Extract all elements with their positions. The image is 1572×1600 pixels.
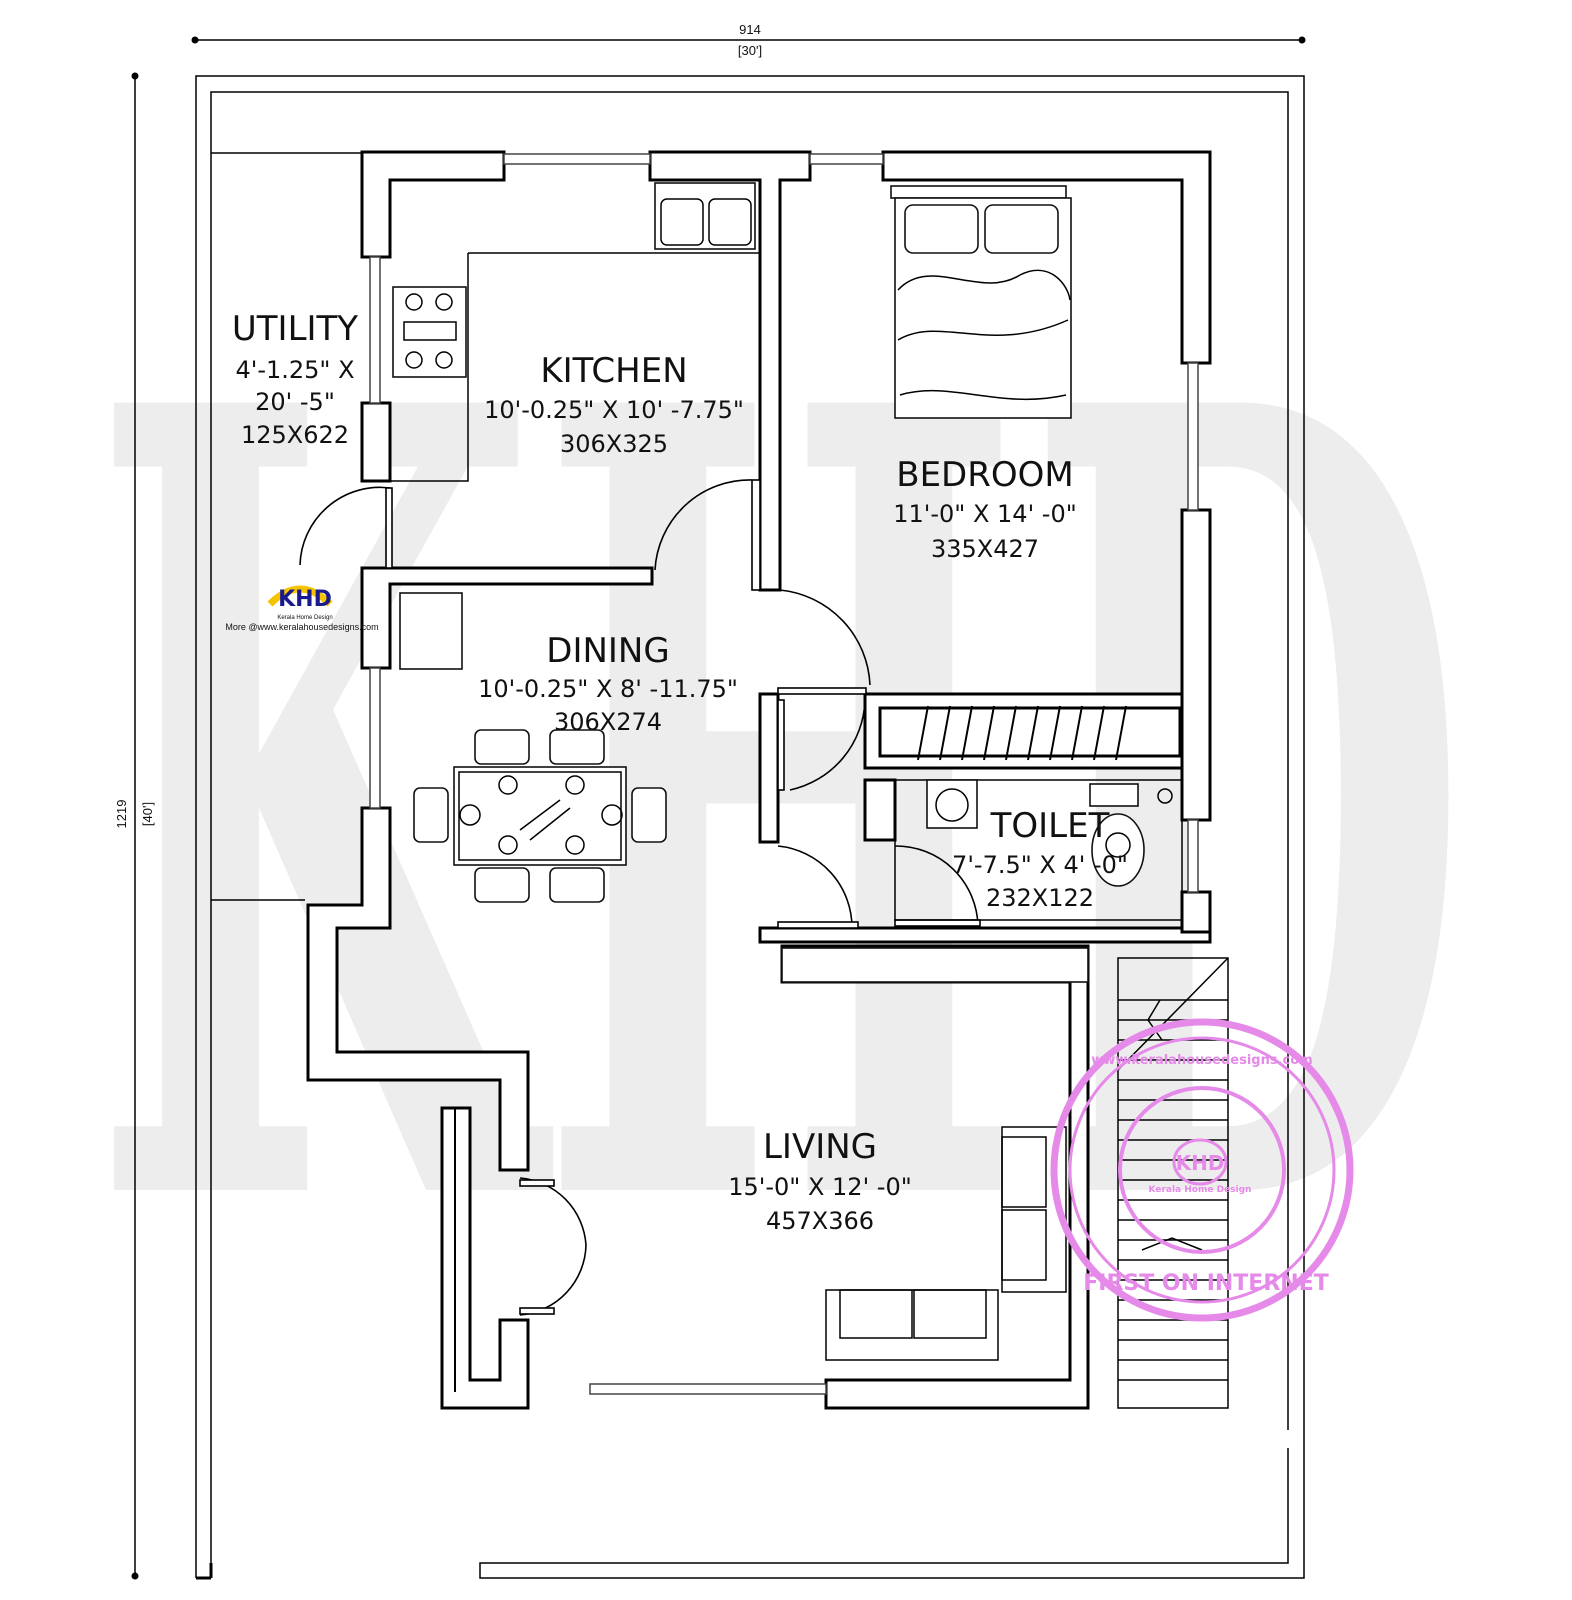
toilet-name: TOILET (990, 806, 1110, 846)
stamp: KHD Kerala Home Design www.keralahousede… (1050, 1018, 1354, 1322)
fridge (399, 592, 463, 670)
logo-mark: KHD (278, 587, 332, 612)
kitchen-counter (390, 182, 760, 670)
brand-logo: KHD Kerala Home Design More @www.keralah… (225, 585, 379, 632)
bedroom-metric: 335X427 (931, 535, 1039, 563)
living-furniture (781, 947, 1089, 1361)
room-bedroom: BEDROOM 11'-0" X 14' -0" 335X427 (893, 455, 1077, 563)
stamp-bottom-text: FIRST ON INTERNET (1083, 1271, 1328, 1296)
room-dining: DINING 10'-0.25" X 8' -11.75" 306X274 (478, 631, 738, 736)
utility-size: 4'-1.25" X (235, 356, 354, 384)
utility-size-2: 20' -5" (255, 388, 335, 416)
stamp-top-text: www.keralahousedesigns.com (1091, 1053, 1312, 1068)
stove (392, 286, 467, 378)
living-size: 15'-0" X 12' -0" (728, 1173, 912, 1201)
toilet-fixtures (894, 779, 1183, 921)
bedroom-size: 11'-0" X 14' -0" (893, 500, 1077, 528)
width-cm-label: 914 (739, 22, 761, 37)
width-ft-label: [30'] (738, 43, 762, 58)
dining-metric: 306X274 (554, 708, 662, 736)
plot-boundary (195, 75, 1305, 1580)
bedroom-name: BEDROOM (896, 455, 1073, 495)
room-toilet: TOILET 7'-7.5" X 4' -0" 232X122 (952, 806, 1128, 912)
utility-metric: 125X622 (241, 421, 349, 449)
wardrobe (917, 705, 1127, 761)
living-metric: 457X366 (766, 1207, 874, 1235)
sink (654, 182, 756, 250)
logo-tagline: Kerala Home Design (277, 615, 332, 621)
depth-cm-label: 1219 (114, 800, 129, 829)
room-kitchen: KITCHEN 10'-0.25" X 10' -7.75" 306X325 (484, 351, 744, 458)
stamp-mark: KHD (1176, 1151, 1225, 1175)
room-living: LIVING 15'-0" X 12' -0" 457X366 (728, 1127, 912, 1235)
toilet-metric: 232X122 (986, 884, 1094, 912)
stamp-inner-text: Kerala Home Design (1149, 1185, 1252, 1195)
walls (306, 150, 1229, 1410)
toilet-size: 7'-7.5" X 4' -0" (952, 851, 1128, 879)
dining-size: 10'-0.25" X 8' -11.75" (478, 675, 738, 703)
doors (299, 479, 981, 1316)
utility-name: UTILITY (232, 309, 358, 349)
living-name: LIVING (763, 1127, 877, 1167)
bed (890, 185, 1072, 419)
kitchen-name: KITCHEN (540, 351, 687, 391)
kitchen-size: 10'-0.25" X 10' -7.75" (484, 396, 744, 424)
logo-url: More @www.keralahousedesigns.com (225, 622, 378, 632)
wc (1091, 813, 1145, 887)
depth-ft-label: [40'] (140, 802, 155, 826)
room-utility: UTILITY 4'-1.25" X 20' -5" 125X622 (232, 309, 358, 449)
depth-dimension: 1219 [40'] (114, 72, 155, 1580)
windows (369, 153, 1199, 1395)
dining-table (413, 729, 667, 903)
kitchen-metric: 306X325 (560, 430, 668, 458)
dining-name: DINING (546, 631, 669, 671)
tv-unit (781, 947, 1089, 983)
width-dimension: 914 [30'] (191, 22, 1306, 58)
